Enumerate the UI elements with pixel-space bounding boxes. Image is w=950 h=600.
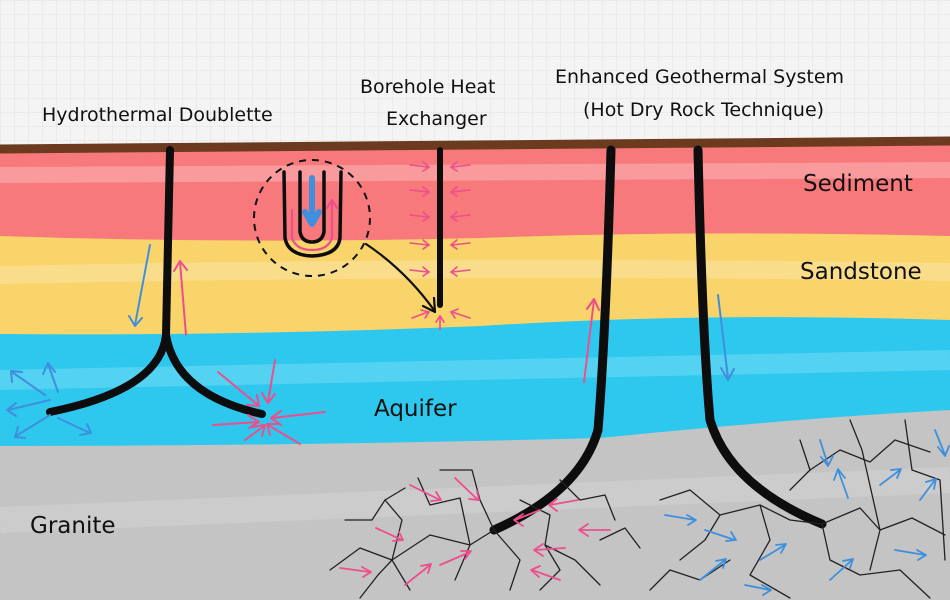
borehole-title-line1: Borehole Heat (360, 76, 496, 98)
layer-label-sediment: Sediment (803, 171, 913, 197)
cold-flow-arrows (6, 244, 151, 439)
fracture-warm-arrows (339, 477, 611, 586)
layer-granite (0, 410, 950, 600)
enhanced-geothermal-system (329, 145, 950, 599)
egs-title-line2: (Hot Dry Rock Technique) (583, 99, 825, 121)
layer-sediment (0, 144, 950, 243)
borehole-title-line2: Exchanger (386, 108, 487, 130)
egs-production-well (693, 145, 827, 529)
hydrothermal-title: Hydrothermal Doublette (42, 104, 273, 126)
layer-label-sandstone: Sandstone (800, 259, 922, 285)
layer-sandstone (0, 233, 950, 337)
detail-pipe-inner (298, 170, 326, 244)
hydrothermal-doublette (6, 146, 326, 445)
doublette-well (46, 146, 266, 418)
ground-surface (0, 136, 950, 154)
layer-label-granite: Granite (30, 513, 116, 539)
borehole-heat-arrows (409, 161, 471, 331)
detail-pointer-arrow (364, 242, 437, 314)
layer-label-aquifer: Aquifer (374, 396, 457, 422)
fracture-cold-arrows (664, 429, 950, 596)
detail-cold-down (302, 175, 322, 227)
egs-injection-well (489, 145, 616, 535)
detail-magnifier (253, 159, 371, 277)
egs-title-line1: Enhanced Geothermal System (555, 66, 845, 88)
fracture-network-right (649, 419, 946, 599)
borehole-heat-exchanger (253, 147, 471, 331)
rock-layers (0, 144, 950, 600)
egs-down-arrow (717, 294, 735, 381)
detail-warm-loop (290, 198, 339, 252)
warm-flow-arrows (173, 260, 326, 445)
detail-pipe-outer (282, 170, 343, 258)
egs-up-arrow (583, 298, 600, 383)
